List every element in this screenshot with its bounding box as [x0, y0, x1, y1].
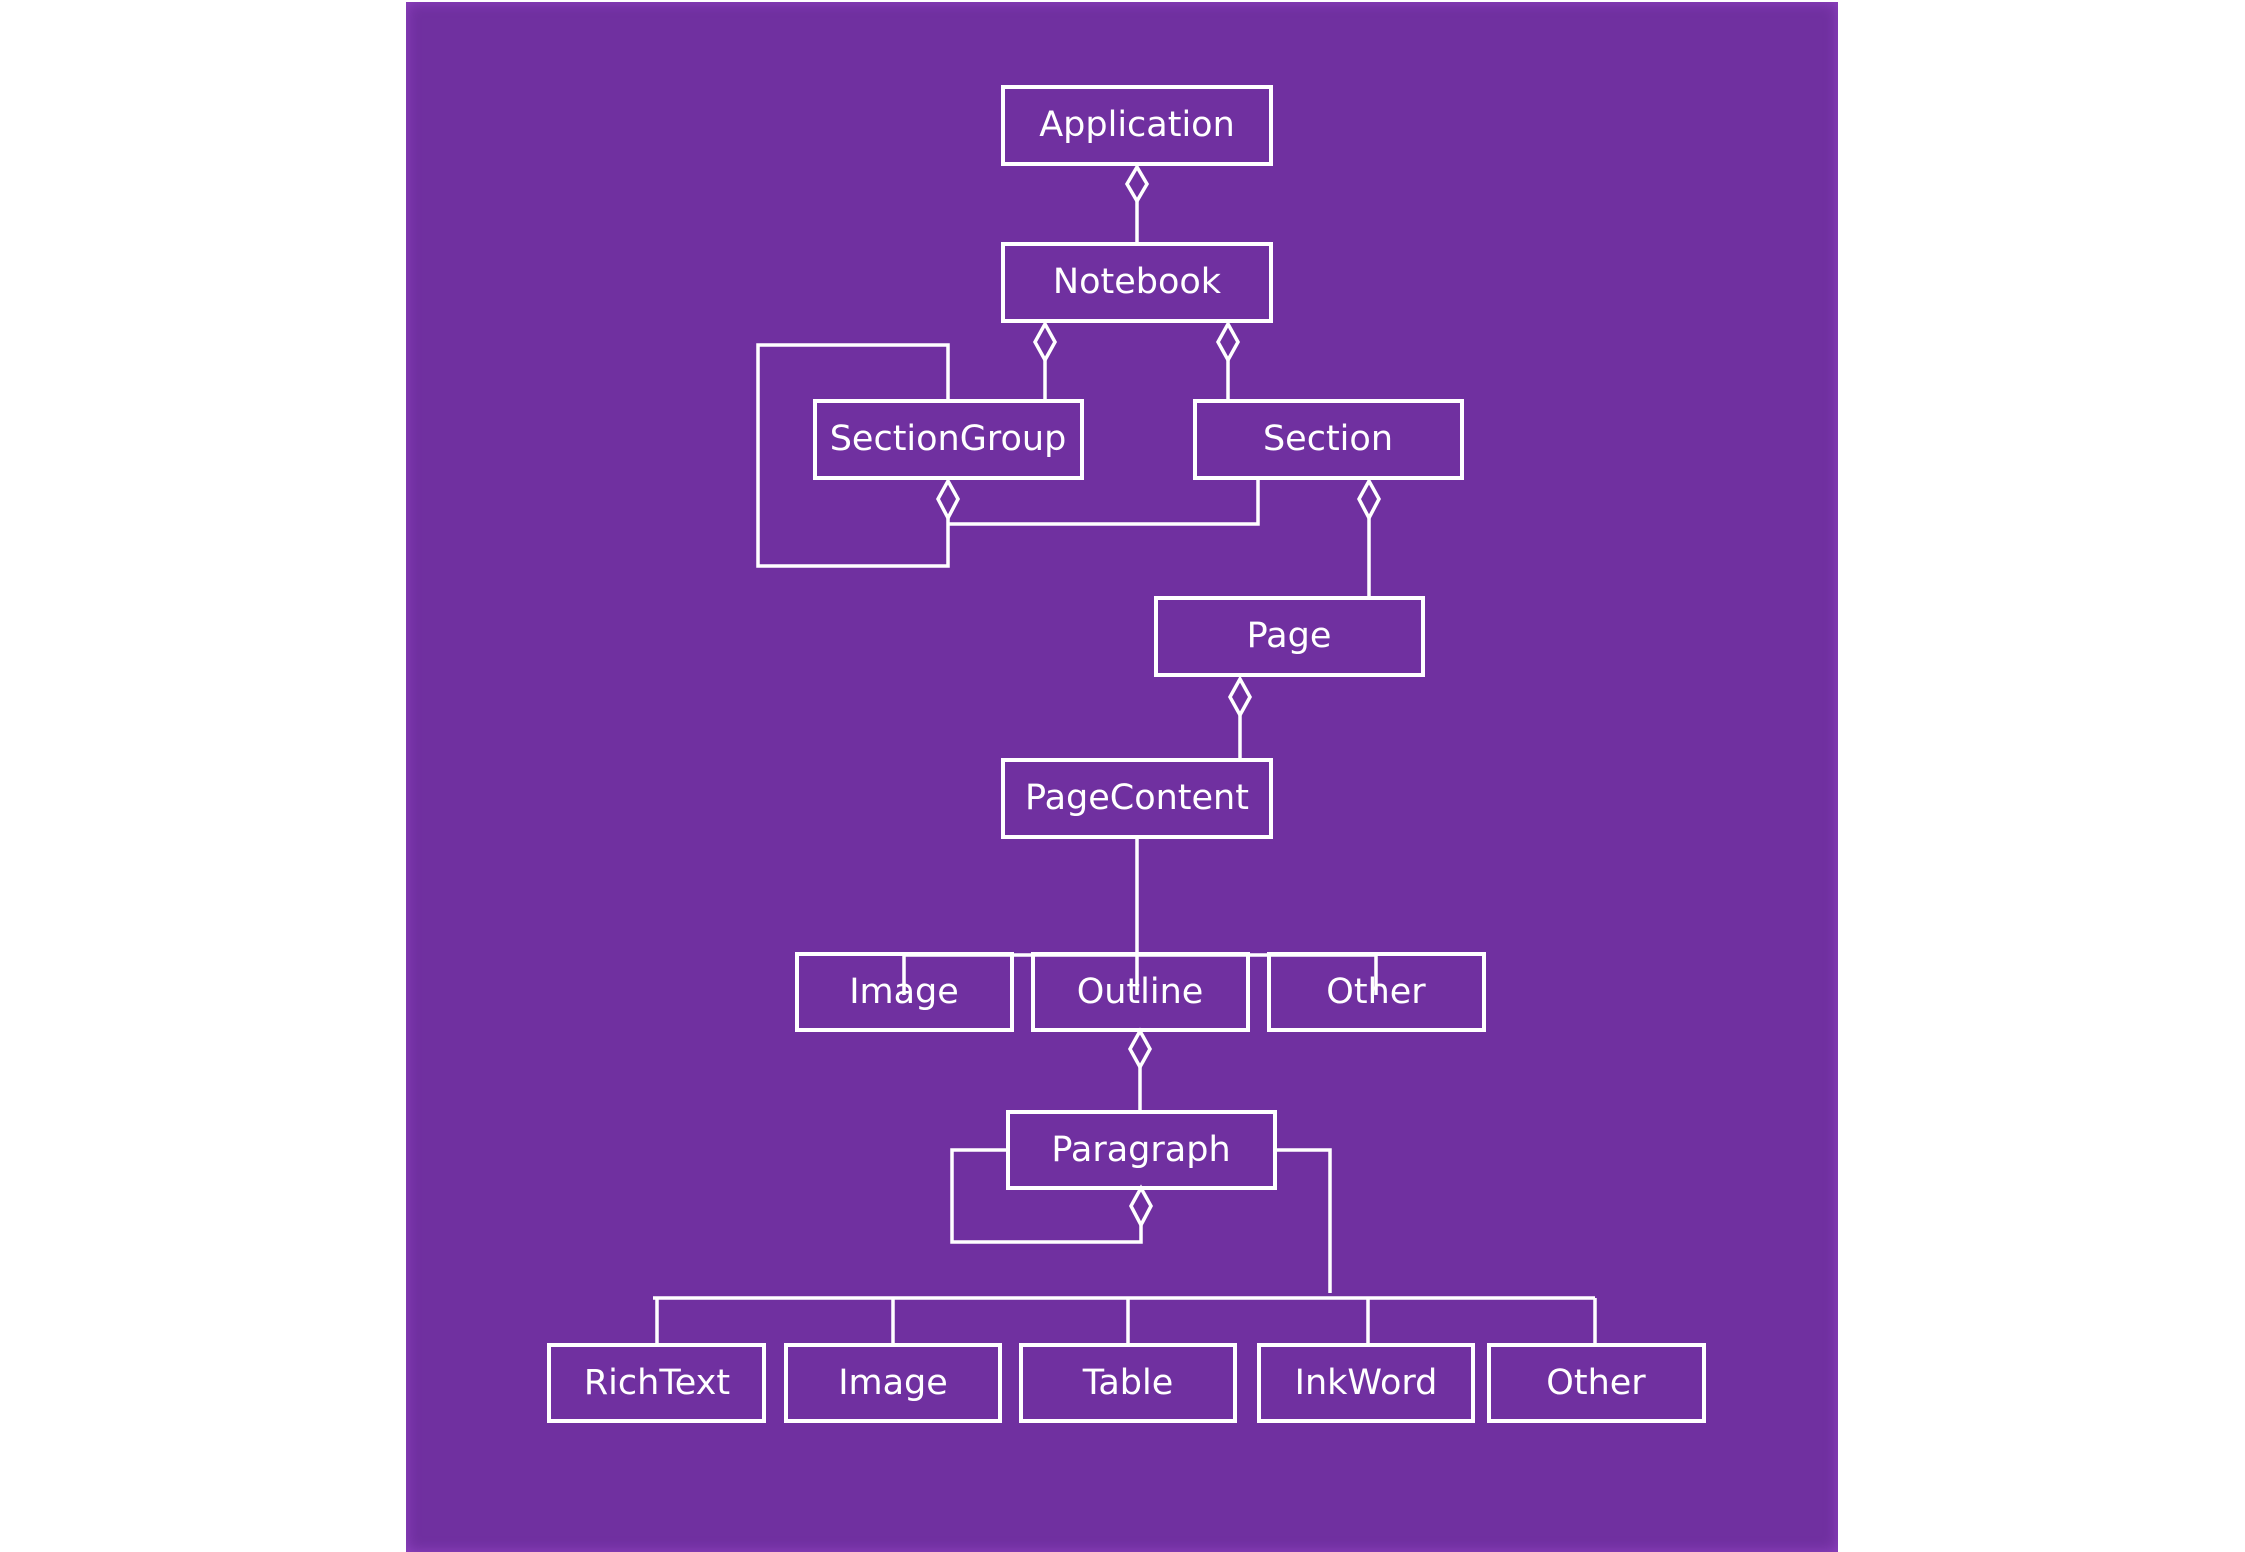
node-label: Image: [838, 1363, 948, 1403]
node-label: Other: [1326, 972, 1426, 1012]
node-richtext: RichText: [547, 1343, 766, 1423]
node-image: Image: [795, 952, 1014, 1032]
node-label: Notebook: [1053, 262, 1222, 302]
node-paragraph-other: Other: [1487, 1343, 1706, 1423]
node-notebook: Notebook: [1001, 242, 1273, 323]
node-label: PageContent: [1025, 778, 1249, 818]
aggregation-diamonds: [936, 163, 1381, 1229]
node-label: InkWord: [1295, 1363, 1438, 1403]
node-label: Table: [1082, 1363, 1174, 1403]
node-label: SectionGroup: [830, 419, 1067, 459]
node-pagecontent: PageContent: [1001, 758, 1273, 839]
node-label: RichText: [584, 1363, 730, 1403]
connectors: [653, 200, 1597, 1345]
aggregation-diamond-icon: [1129, 1184, 1153, 1229]
node-section: Section: [1193, 399, 1464, 480]
node-inkword: InkWord: [1257, 1343, 1475, 1423]
aggregation-diamond-icon: [1357, 477, 1381, 522]
node-label: Application: [1039, 105, 1235, 145]
node-page: Page: [1154, 596, 1425, 677]
node-other: Other: [1267, 952, 1486, 1032]
node-label: Image: [849, 972, 959, 1012]
aggregation-diamond-icon: [936, 477, 960, 522]
aggregation-diamond-icon: [1127, 1027, 1153, 1071]
connector-paragraph-self: [950, 1148, 1143, 1244]
connector-section-sectiongroup: [948, 478, 1260, 526]
aggregation-diamond-icon: [1032, 320, 1058, 364]
node-paragraph-image: Image: [784, 1343, 1002, 1423]
connector-paragraph-children: [653, 1148, 1597, 1345]
node-paragraph: Paragraph: [1006, 1110, 1277, 1190]
node-application: Application: [1001, 85, 1273, 166]
node-label: Outline: [1077, 972, 1204, 1012]
node-label: Page: [1247, 616, 1332, 656]
node-label: Paragraph: [1051, 1130, 1230, 1170]
node-table: Table: [1019, 1343, 1237, 1423]
node-outline: Outline: [1031, 952, 1250, 1032]
diagram-background: [406, 2, 1838, 1552]
node-sectiongroup: SectionGroup: [813, 399, 1084, 480]
aggregation-diamond-icon: [1215, 320, 1241, 364]
aggregation-diamond-icon: [1227, 675, 1253, 719]
aggregation-diamond-icon: [1124, 163, 1150, 205]
connector-sectiongroup-self: [756, 343, 950, 568]
node-label: Other: [1546, 1363, 1646, 1403]
node-label: Section: [1263, 419, 1393, 459]
